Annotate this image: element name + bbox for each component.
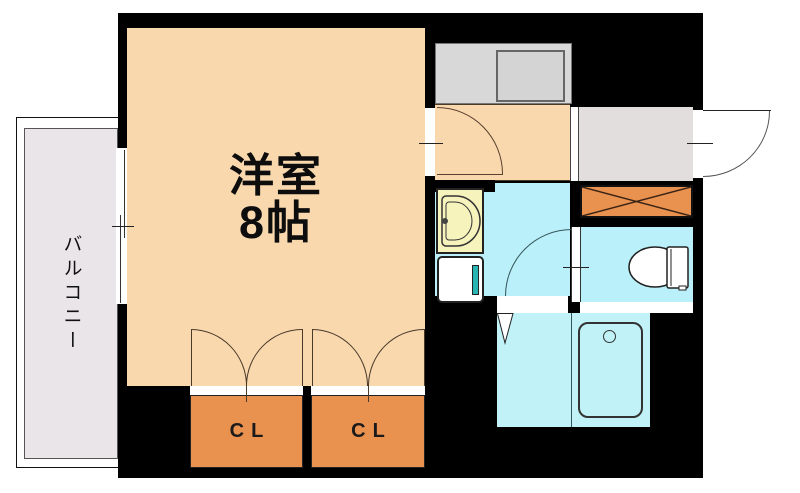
closet-door-leaf (424, 329, 425, 386)
bathroom (497, 313, 650, 427)
entrance-genkan (579, 107, 693, 181)
bathroom-threshold (497, 296, 568, 313)
laundry-pan-cross-icon (582, 187, 691, 216)
western-room-label-line2: 8帖 (238, 197, 314, 249)
bathtub-drain (603, 330, 616, 343)
window-pane-line (120, 215, 121, 303)
toilet-door-opening (571, 227, 581, 302)
bathtub (578, 322, 643, 418)
closet-door-meet-line (246, 386, 247, 402)
stove-sink-unit (496, 50, 565, 102)
closet-right: CL (311, 395, 425, 468)
toilet-icon (628, 246, 689, 291)
western-room-label: 洋室 8帖 (127, 152, 425, 247)
closet-door-leaf (302, 329, 303, 386)
folding-door-icon (497, 313, 514, 345)
closet-left: CL (190, 395, 303, 468)
entrance-door-swing-arc (703, 111, 770, 177)
kitchen-door-tick (419, 143, 443, 144)
window-pane-line (124, 150, 125, 238)
western-room-label-line1: 洋室 (228, 150, 323, 201)
hall-entrance-opening (570, 107, 579, 181)
closet-door-meet-line (368, 386, 369, 402)
washbasin-icon (441, 195, 481, 247)
toilet-room-threshold (580, 302, 693, 313)
washbasin-vanity (436, 188, 484, 254)
western-room (127, 28, 425, 386)
toilet-door-tick (563, 267, 589, 268)
entrance-door-opening (693, 110, 703, 178)
bathroom-divider (571, 313, 572, 427)
kitchen-door-opening (425, 108, 435, 176)
toilet (625, 245, 693, 291)
closet-left-label: CL (229, 420, 271, 442)
laundry-pan (580, 185, 693, 218)
balcony: バルコニー (24, 128, 118, 459)
entrance-door-tick (687, 143, 713, 144)
closet-right-label: CL (351, 420, 392, 442)
washing-machine-accent (472, 265, 479, 295)
bath-folding-door (497, 313, 514, 345)
washing-machine (437, 256, 484, 303)
balcony-label: バルコニー (60, 233, 82, 354)
kitchen-door-leaf (437, 174, 503, 175)
window-center-tick (112, 226, 134, 227)
